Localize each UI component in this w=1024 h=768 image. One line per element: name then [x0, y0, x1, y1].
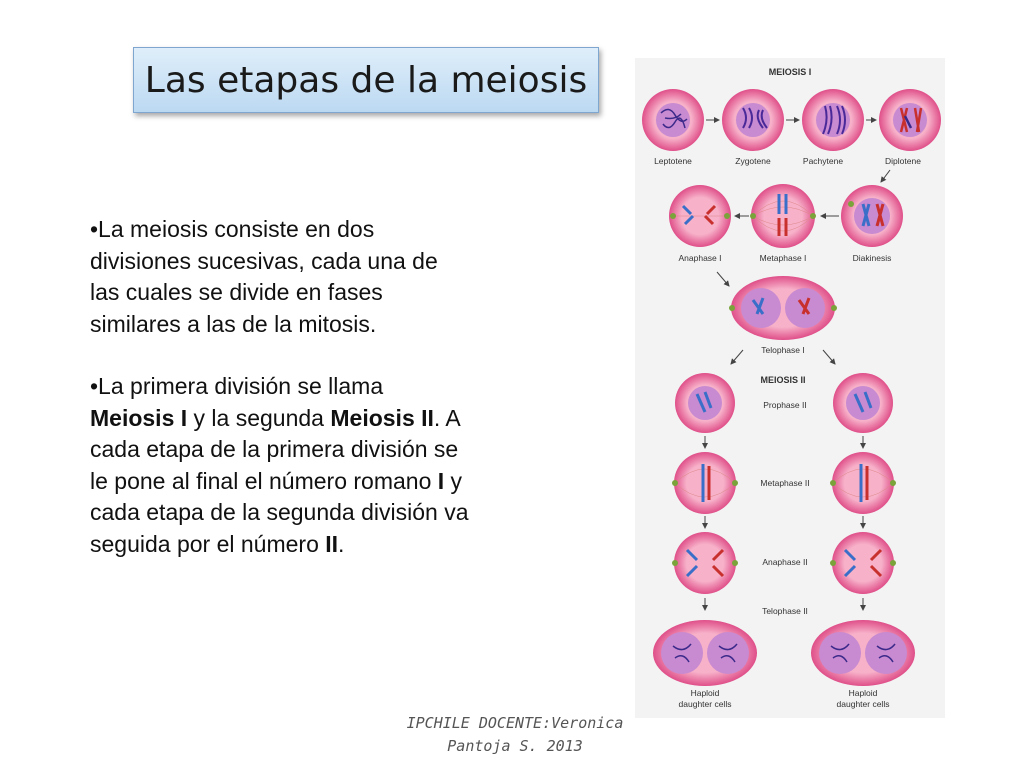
label-haploid-left: Haploid — [691, 688, 720, 698]
label-leptotene: Leptotene — [654, 156, 692, 166]
arrow — [730, 349, 744, 365]
label-metaphase-1: Metaphase I — [760, 253, 807, 263]
title-box: Las etapas de la meiosis — [133, 47, 599, 113]
label-daughter-cells-right: daughter cells — [837, 699, 890, 709]
arrow — [822, 349, 836, 365]
arrow — [880, 169, 891, 183]
label-anaphase-2: Anaphase II — [762, 557, 807, 567]
label-diplotene: Diplotene — [885, 156, 921, 166]
label-haploid-right: Haploid — [849, 688, 878, 698]
cell-metaphase-2-left — [672, 452, 738, 514]
cell-prophase-2-right — [833, 373, 893, 433]
cell-metaphase-2-right — [830, 452, 896, 514]
cell-diakinesis — [841, 185, 903, 247]
heading-meiosis-2: MEIOSIS II — [760, 375, 805, 385]
label-prophase-2: Prophase II — [763, 400, 806, 410]
footer: IPCHILE DOCENTE:Veronica Pantoja S. 2013 — [380, 712, 650, 758]
bold-meiosis-2: Meiosis II — [330, 404, 434, 431]
cells-haploid-right — [811, 620, 915, 686]
cell-telophase-1 — [729, 276, 837, 340]
label-telophase-2: Telophase II — [762, 606, 808, 616]
label-pachytene: Pachytene — [803, 156, 843, 166]
slide-title: Las etapas de la meiosis — [144, 59, 588, 101]
bold-roman-1: I — [437, 467, 445, 494]
cell-metaphase-1 — [750, 184, 816, 248]
cell-pachytene — [802, 89, 864, 151]
bold-roman-2: II — [325, 530, 339, 557]
cell-anaphase-1 — [669, 185, 731, 247]
label-telophase-1: Telophase I — [761, 345, 804, 355]
cell-anaphase-2-right — [830, 532, 896, 594]
footer-line-2: Pantoja S. 2013 — [447, 737, 583, 755]
arrow — [716, 271, 730, 287]
label-metaphase-2: Metaphase II — [760, 478, 809, 488]
cell-zygotene — [722, 89, 784, 151]
cells-haploid-left — [653, 620, 757, 686]
body-text: •La meiosis consiste en dos divisiones s… — [90, 214, 470, 560]
cell-prophase-2-left — [675, 373, 735, 433]
label-anaphase-1: Anaphase I — [678, 253, 721, 263]
label-diakinesis: Diakinesis — [853, 253, 892, 263]
meiosis-diagram-svg: MEIOSIS I Leptotene Zygotene Pachytene D… — [635, 58, 945, 718]
heading-meiosis-1: MEIOSIS I — [769, 67, 812, 77]
paragraph-2: •La primera división se llama Meiosis I … — [90, 373, 469, 557]
label-zygotene: Zygotene — [735, 156, 771, 166]
paragraph-1: •La meiosis consiste en dos divisiones s… — [90, 216, 438, 337]
bold-meiosis-1: Meiosis I — [90, 404, 188, 431]
footer-line-1: IPCHILE DOCENTE:Veronica — [406, 714, 624, 732]
meiosis-diagram: MEIOSIS I Leptotene Zygotene Pachytene D… — [635, 58, 945, 718]
label-daughter-cells-left: daughter cells — [679, 699, 732, 709]
cell-diplotene — [879, 89, 941, 151]
cell-anaphase-2-left — [672, 532, 738, 594]
cell-leptotene — [642, 89, 704, 151]
